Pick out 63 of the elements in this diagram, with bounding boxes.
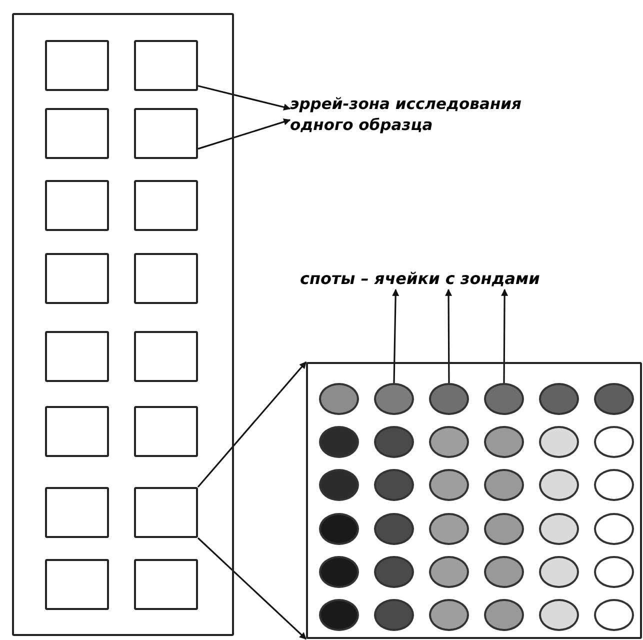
arrow: [198, 85, 291, 111]
probe-spot: [594, 383, 634, 415]
array-zone-box: [45, 559, 109, 610]
arrow: [392, 288, 400, 384]
probe-spot: [484, 469, 524, 501]
probe-spot: [539, 383, 579, 415]
probe-spot: [539, 426, 579, 458]
array-zone-box: [134, 487, 198, 538]
probe-spot: [594, 513, 634, 545]
probe-spot: [319, 383, 359, 415]
probe-spot: [374, 469, 414, 501]
annotation-text: споты – ячейки с зондами: [300, 268, 630, 290]
probe-spot: [319, 599, 359, 631]
probe-spot: [539, 599, 579, 631]
probe-spot: [594, 556, 634, 588]
array-zone-box: [45, 253, 109, 304]
probe-spot: [594, 599, 634, 631]
probe-spot: [429, 599, 469, 631]
array-zone-box: [45, 331, 109, 382]
arrow: [198, 118, 291, 150]
probe-spot: [319, 469, 359, 501]
probe-spot: [484, 383, 524, 415]
probe-spot: [484, 513, 524, 545]
array-zone-box: [134, 331, 198, 382]
probe-spot: [374, 383, 414, 415]
annotation-text: эррей-зона исследования одного образца: [290, 94, 530, 136]
probe-spot: [484, 556, 524, 588]
probe-spot: [484, 599, 524, 631]
slide-outline: [12, 13, 234, 636]
magnified-array-box: [306, 362, 642, 639]
probe-spot: [319, 426, 359, 458]
arrow: [501, 288, 508, 383]
array-zone-box: [45, 406, 109, 457]
probe-spot: [539, 469, 579, 501]
array-zone-box: [45, 108, 109, 159]
probe-spot: [429, 469, 469, 501]
probe-spot: [374, 556, 414, 588]
array-zone-box: [134, 108, 198, 159]
array-zone-box: [45, 40, 109, 91]
probe-spot: [374, 599, 414, 631]
probe-spot: [594, 469, 634, 501]
probe-spot: [539, 556, 579, 588]
array-zone-box: [134, 253, 198, 304]
probe-spot: [484, 426, 524, 458]
array-zone-box: [134, 40, 198, 91]
probe-spot: [429, 383, 469, 415]
probe-spot: [539, 513, 579, 545]
array-zone-box: [134, 180, 198, 231]
arrow: [197, 537, 307, 640]
probe-spot: [374, 426, 414, 458]
array-zone-box: [45, 487, 109, 538]
array-zone-box: [134, 559, 198, 610]
array-zone-box: [134, 406, 198, 457]
arrow: [445, 288, 452, 383]
array-zone-box: [45, 180, 109, 231]
probe-spot: [594, 426, 634, 458]
probe-spot: [429, 426, 469, 458]
arrow: [197, 361, 307, 488]
probe-spot: [319, 556, 359, 588]
probe-spot: [429, 513, 469, 545]
probe-spot: [374, 513, 414, 545]
probe-spot: [319, 513, 359, 545]
probe-spot: [429, 556, 469, 588]
